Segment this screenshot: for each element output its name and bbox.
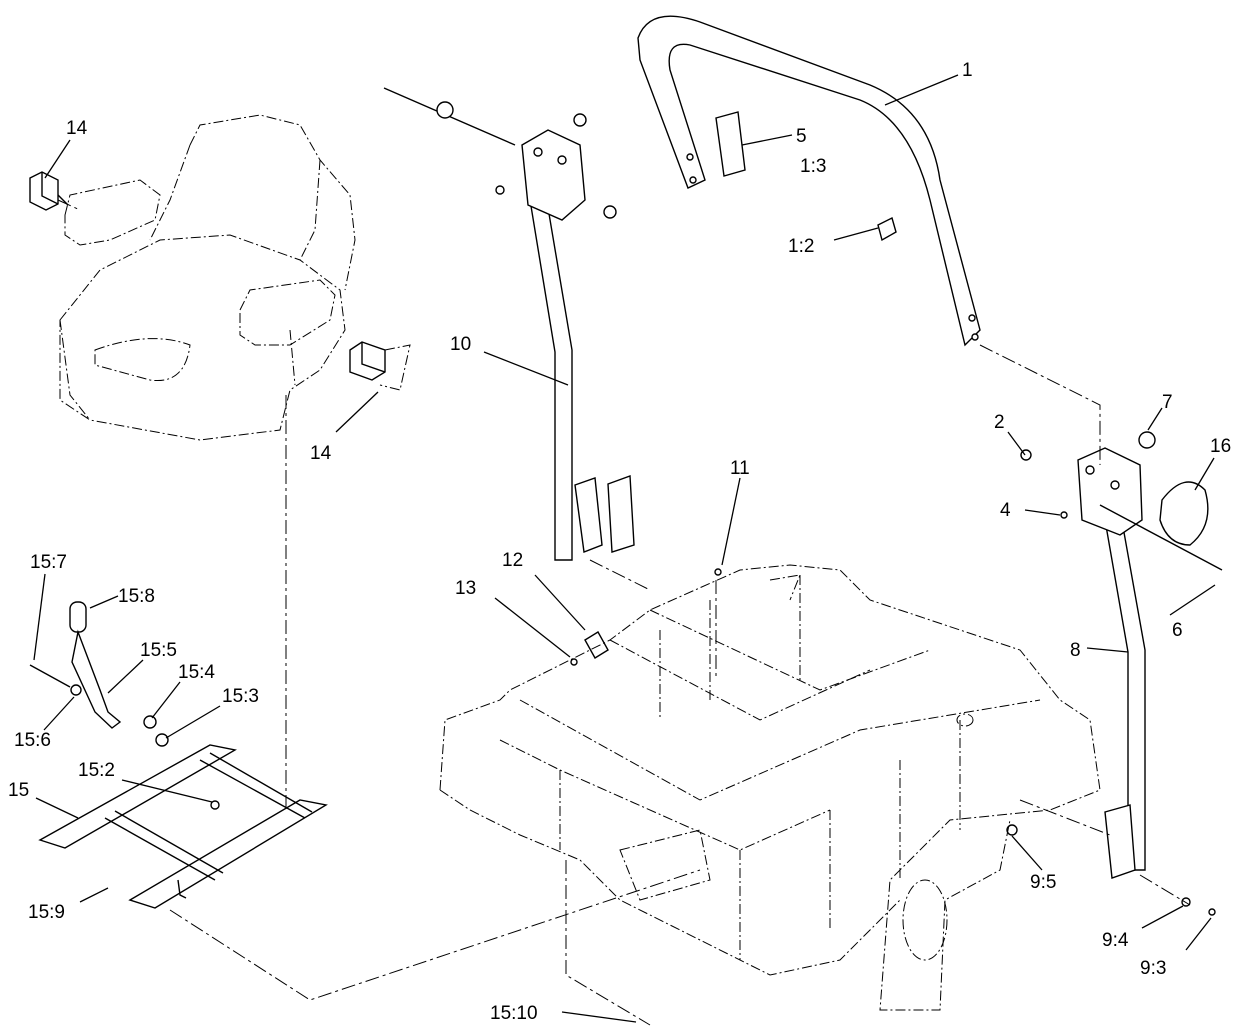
seat-adjust-lever — [29, 601, 169, 747]
bumper-part — [570, 568, 722, 666]
callout-1-2: 1:2 — [788, 236, 814, 257]
chassis-frame — [439, 564, 1101, 1011]
callout-14-bottom: 14 — [310, 443, 332, 464]
callout-labels: 1 5 1:3 1:2 14 14 10 2 7 16 4 6 11 12 13… — [8, 60, 1231, 1024]
callout-15-10: 15:10 — [490, 1003, 538, 1024]
callout-15-9: 15:9 — [28, 902, 65, 923]
armrest-left — [64, 179, 161, 246]
callout-16: 16 — [1210, 436, 1231, 457]
alignment-lines — [57, 199, 1191, 1026]
callout-15-3: 15:3 — [222, 686, 259, 707]
roll-bar-upper — [637, 15, 981, 347]
callout-9-4: 9:4 — [1102, 930, 1129, 951]
callout-6: 6 — [1172, 620, 1183, 641]
leader-lines — [33, 74, 1216, 1023]
callout-11: 11 — [730, 458, 750, 479]
armrest-right — [239, 279, 336, 346]
callout-2: 2 — [994, 412, 1005, 433]
callout-15-2: 15:2 — [78, 760, 115, 781]
callout-10: 10 — [450, 334, 471, 355]
callout-15-5: 15:5 — [140, 640, 177, 661]
callout-15: 15 — [8, 780, 29, 801]
callout-15-4: 15:4 — [178, 662, 215, 683]
callout-4: 4 — [1000, 500, 1011, 521]
callout-12: 12 — [502, 550, 523, 571]
roll-bar-lower-left — [383, 87, 635, 561]
callout-14-top: 14 — [66, 118, 88, 139]
callout-1-3: 1:3 — [800, 156, 826, 177]
callout-15-6: 15:6 — [14, 730, 51, 751]
callout-1: 1 — [962, 60, 973, 81]
callout-15-7: 15:7 — [30, 552, 67, 573]
callout-9-3: 9:3 — [1140, 958, 1166, 979]
callout-13: 13 — [455, 578, 476, 599]
callout-7: 7 — [1162, 392, 1173, 413]
callout-5: 5 — [796, 126, 807, 147]
seat-assembly — [59, 114, 356, 441]
armrest-bracket-right — [349, 341, 411, 391]
seat-mount-plate — [38, 744, 328, 909]
armrest-bracket-left — [29, 171, 69, 211]
callout-9-5: 9:5 — [1030, 872, 1056, 893]
callout-8: 8 — [1070, 640, 1081, 661]
callout-15-8: 15:8 — [118, 586, 155, 607]
